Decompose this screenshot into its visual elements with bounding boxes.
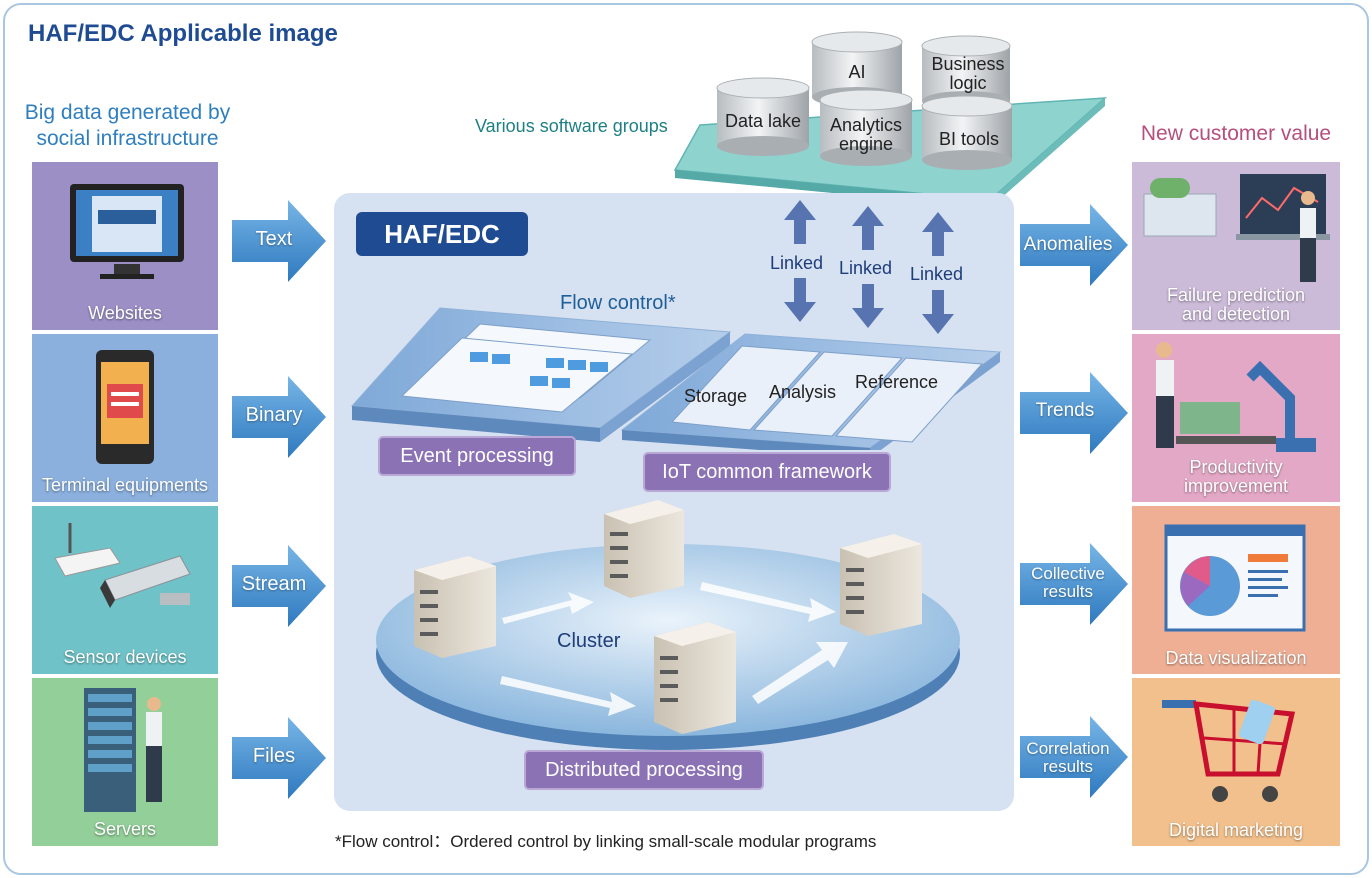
iot-framework-slab [620,333,1002,450]
db-business-logic-label: Business logic [931,54,1005,93]
footnote: *Flow control：Ordered control by linking… [335,832,877,851]
db-data-lake [716,77,810,156]
iot-reference-label: Reference [855,372,939,392]
db-data-lake-label: Data lake [724,111,802,131]
value-digital-marketing-label: Digital marketing [1168,820,1304,840]
left-header-line-2: social infrastructure [36,127,219,150]
source-sensor-devices: Sensor devices [32,506,218,674]
linked-down-arrow-2 [852,284,884,328]
arrow-binary-label: Binary [245,404,303,426]
page-title: HAF/EDC Applicable image [28,20,338,47]
left-header-line-1: Big data generated by [24,101,231,124]
distributed-processing-label: Distributed processing [524,750,764,790]
event-processing-slab [350,307,732,442]
left-header: Big data generated by social infrastruct… [10,100,245,152]
arrow-correlation-results: Correlation results [1020,716,1128,798]
haf-edc-title: HAF/EDC [356,212,528,256]
tablet-icon [96,350,154,464]
event-processing-label: Event processing [378,436,576,476]
arrow-stream-label: Stream [241,573,307,595]
linked-down-arrow-1 [784,278,816,322]
software-groups-label: Various software groups [475,116,668,136]
linked-up-arrow-3 [922,212,954,256]
db-analytics-engine [819,89,913,166]
arrow-collective-line-2: results [1042,582,1094,601]
sensor-camera-icon [54,523,191,608]
arrow-anomalies: Anomalies [1020,204,1128,286]
value-failure-label: Failure prediction and detection [1132,286,1340,324]
source-terminal-equipments: Terminal equipments [32,334,218,502]
linked-label-1: Linked [770,253,824,273]
db-bi-tools-label: BI tools [938,129,1000,149]
db-analytics-engine-label: Analytics engine [829,115,903,154]
arrow-correlation-line-1: Correlation [1026,739,1110,758]
value-failure-prediction: Failure prediction and detection [1132,162,1340,330]
linked-up-arrow-2 [852,206,884,250]
monitor-icon [70,184,184,279]
linked-down-arrow-3 [922,290,954,334]
source-websites-label: Websites [88,303,162,323]
arrow-trends-label: Trends [1035,400,1095,421]
linked-up-arrow-1 [784,200,816,244]
cluster-label: Cluster [557,630,621,652]
arrow-anomalies-label: Anomalies [1023,234,1113,255]
server-rack-person-icon [84,688,162,812]
value-productivity: Productivity improvement [1132,334,1340,502]
server-4 [840,534,922,636]
platform-slabs [350,307,1002,450]
db-bi-tools [921,95,1013,170]
flow-control-label: Flow control* [560,292,676,314]
source-sensor-label: Sensor devices [63,647,187,667]
arrow-collective-results: Collective results [1020,543,1128,625]
server-1 [414,556,496,658]
arrow-text: Text [232,200,328,282]
source-websites: Websites [32,162,218,330]
value-productivity-line-2: improvement [1183,476,1289,496]
chart-window-icon [1164,524,1306,632]
arrow-collective-line-1: Collective [1031,564,1105,583]
arrow-files-label: Files [252,745,296,767]
value-productivity-label: Productivity improvement [1132,458,1340,496]
linked-label-3: Linked [910,264,964,284]
value-failure-line-1: Failure prediction [1166,285,1306,305]
value-digital-marketing: Digital marketing [1132,678,1340,846]
linked-label-2: Linked [839,258,893,278]
database-group [716,31,1013,170]
arrow-files: Files [232,717,328,799]
linked-arrows [784,200,954,334]
arrow-trends: Trends [1020,372,1128,454]
db-ai-label: AI [848,62,866,82]
arrow-binary: Binary [232,376,328,458]
source-terminal-label: Terminal equipments [41,475,209,495]
iot-storage-label: Storage [684,386,748,406]
right-header: New customer value [1140,122,1332,145]
server-2 [604,500,684,598]
shopping-cart-icon [1162,699,1296,802]
source-servers: Servers [32,678,218,846]
cluster-disc [376,500,960,750]
factory-robot-icon [1156,342,1316,452]
iot-analysis-label: Analysis [769,382,837,402]
value-failure-line-2: and detection [1181,304,1291,324]
server-3 [654,622,736,734]
iot-framework-label: IoT common framework [643,452,891,492]
source-servers-label: Servers [93,819,156,839]
value-data-visualization: Data visualization [1132,506,1340,674]
arrow-correlation-line-2: results [1042,757,1094,776]
control-room-icon [1143,174,1330,282]
value-productivity-line-1: Productivity [1189,457,1283,477]
arrow-stream: Stream [232,545,328,627]
arrow-text-label: Text [255,228,293,250]
value-data-visualization-label: Data visualization [1165,648,1307,668]
